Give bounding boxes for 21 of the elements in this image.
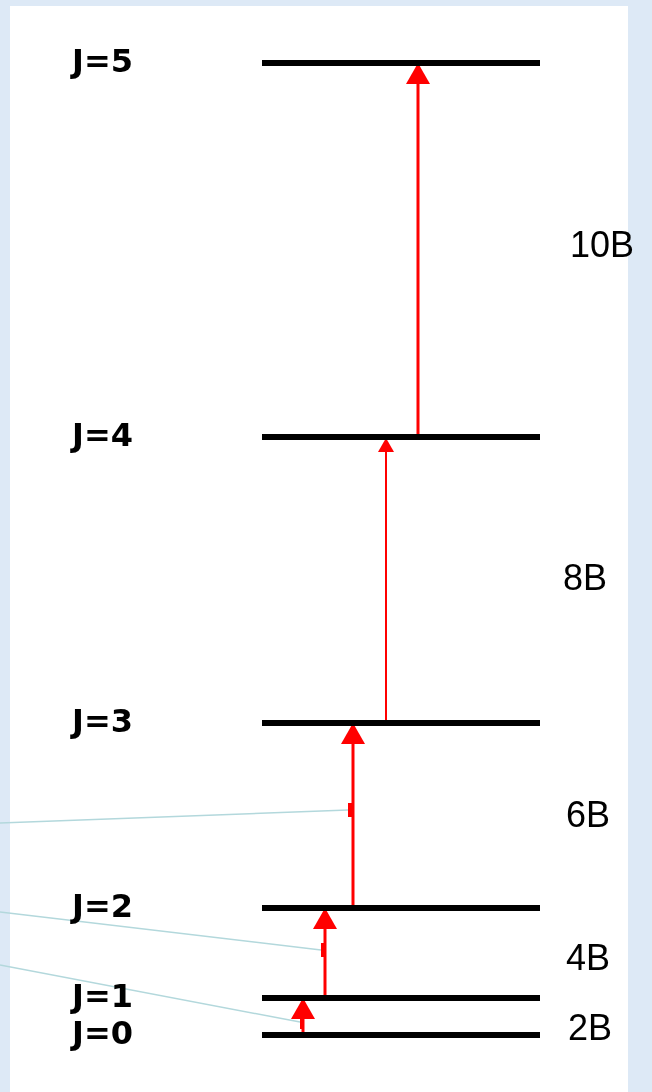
arrow-segment: [321, 943, 325, 957]
transition-arrow: [291, 998, 315, 1032]
energy-gap-label: 2B: [568, 1008, 613, 1048]
transition-arrow: [341, 723, 365, 905]
leader-line: [0, 809, 349, 824]
energy-gap-label: 8B: [563, 558, 608, 598]
leader-line: [0, 964, 301, 1023]
level-label: J=2: [72, 886, 133, 926]
level-label: J=0: [72, 1014, 133, 1053]
leader-line: [0, 911, 322, 951]
level-label: J=3: [72, 701, 133, 741]
transition-arrow: [313, 908, 337, 995]
energy-gap-label: 4B: [566, 938, 611, 978]
arrow-segment: [348, 803, 352, 817]
level-label: J=1: [72, 976, 133, 1016]
transition-arrow: [378, 438, 394, 721]
level-label: J=5: [72, 41, 133, 81]
energy-gap-label: 10B: [570, 225, 635, 265]
level-label: J=4: [72, 415, 133, 455]
energy-gap-label: 6B: [566, 795, 611, 835]
transition-arrow: [406, 63, 430, 434]
